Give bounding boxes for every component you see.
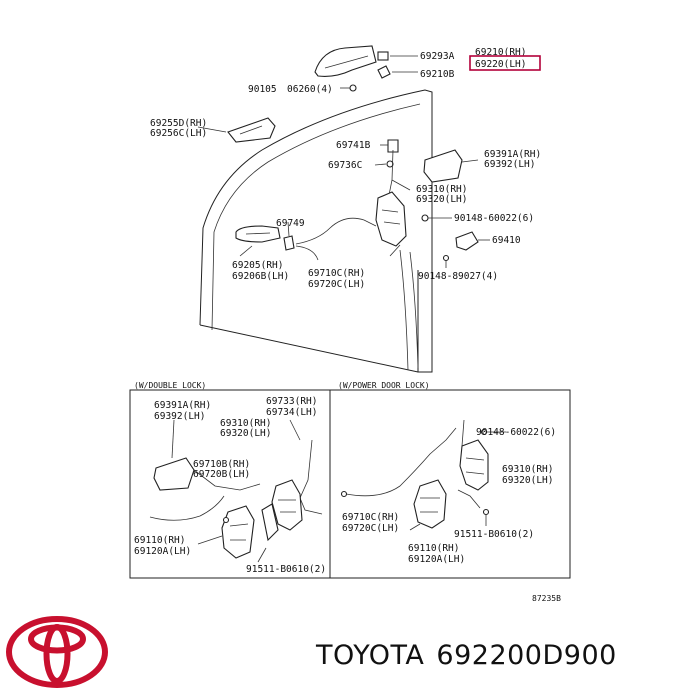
inset-left-69734: 69734(LH) xyxy=(266,407,317,418)
inset-right-69110: 69110(RH) xyxy=(408,543,459,554)
label-69391a: 69391A(RH) xyxy=(484,149,541,160)
inset-left-labels: 69391A(RH) 69392(LH) 69733(RH) 69734(LH)… xyxy=(134,396,326,575)
brand-part-number: TOYOTA 692200D900 xyxy=(316,640,629,671)
inset-right-title: (W/POWER DOOR LOCK) xyxy=(338,381,430,390)
inset-right-labels: 90148-60022(6) 69310(RH) 69320(LH) 69710… xyxy=(342,427,556,565)
inset-left-69391a: 69391A(RH) xyxy=(154,400,211,411)
highlight-box xyxy=(469,55,541,71)
inset-left-69120a: 69120A(LH) xyxy=(134,546,191,557)
inset-left-69320: 69320(LH) xyxy=(220,428,271,439)
inset-right-69720c: 69720C(LH) xyxy=(342,523,399,534)
inside-handle xyxy=(235,217,377,261)
label-69220-lh: 69220(LH) xyxy=(475,59,526,70)
handle-bezel xyxy=(197,117,276,143)
inset-left-69733: 69733(RH) xyxy=(266,396,317,407)
label-90148-60022: 90148-60022(6) xyxy=(454,213,534,224)
door-lock xyxy=(375,191,452,257)
inset-left-title: (W/DOUBLE LOCK) xyxy=(134,381,206,390)
label-69293a: 69293A xyxy=(420,51,455,62)
inset-right-69310: 69310(RH) xyxy=(502,464,553,475)
label-69205: 69205(RH) xyxy=(232,260,283,271)
label-69736c: 69736C xyxy=(328,160,362,171)
label-69710c: 69710C(RH) xyxy=(308,268,365,279)
label-69392: 69392(LH) xyxy=(484,159,535,170)
door-frame xyxy=(199,89,433,373)
outside-handle xyxy=(314,45,418,92)
inset-right-69320: 69320(LH) xyxy=(502,475,553,486)
label-69410: 69410 xyxy=(492,235,521,246)
diagram-code: 87235B xyxy=(532,594,561,603)
inset-left-69720b: 69720B(LH) xyxy=(193,469,250,480)
label-69320: 69320(LH) xyxy=(416,194,467,205)
inset-left-69310: 69310(RH) xyxy=(220,418,271,429)
main-labels: 69210(RH) 69220(LH) 69293A 69210B 90105 … xyxy=(150,47,541,290)
inset-left-69110: 69110(RH) xyxy=(134,535,185,546)
inset-frames xyxy=(129,389,571,579)
part-number: 692200D900 xyxy=(436,640,617,671)
inset-right-drawing: (W/POWER DOOR LOCK) xyxy=(338,381,506,531)
label-69720c: 69720C(LH) xyxy=(308,279,365,290)
label-06260: 06260(4) xyxy=(287,84,333,95)
label-69255d: 69255D(RH) xyxy=(150,118,207,129)
label-69741b: 69741B xyxy=(336,140,371,151)
label-69310: 69310(RH) xyxy=(416,184,467,195)
inset-right-69120a: 69120A(LH) xyxy=(408,554,465,565)
inset-right-90148: 90148-60022(6) xyxy=(476,427,556,438)
inset-right-69710c: 69710C(RH) xyxy=(342,512,399,523)
inset-left-91511: 91511-B0610(2) xyxy=(246,564,326,575)
label-69206b: 69206B(LH) xyxy=(232,271,289,282)
inset-left-69710b: 69710B(RH) xyxy=(193,459,250,470)
toyota-logo-icon xyxy=(6,616,108,688)
label-69210-rh: 69210(RH) xyxy=(475,47,526,58)
door-striker xyxy=(442,231,490,268)
brand-name: TOYOTA xyxy=(316,640,425,671)
inset-right-91511: 91511-B0610(2) xyxy=(454,529,534,540)
label-90148-89027: 90148-89027(4) xyxy=(418,271,498,282)
label-90105: 90105 xyxy=(248,84,277,95)
lock-actuator xyxy=(423,149,479,183)
label-69256c: 69256C(LH) xyxy=(150,128,207,139)
label-69210b: 69210B xyxy=(420,69,455,80)
inset-left-69392: 69392(LH) xyxy=(154,411,205,422)
label-69749: 69749 xyxy=(276,218,305,229)
inset-left-drawing: (W/DOUBLE LOCK) xyxy=(134,381,323,563)
